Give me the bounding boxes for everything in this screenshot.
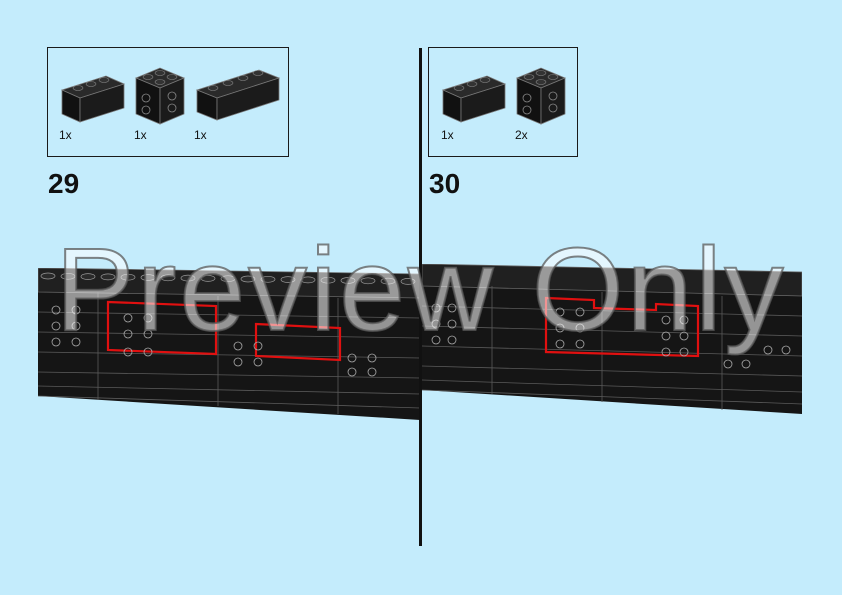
part-qty: 2x bbox=[515, 128, 528, 142]
stud bbox=[280, 276, 296, 283]
part-qty: 1x bbox=[194, 128, 207, 142]
step-30-parts-box: 1x 2x bbox=[428, 47, 578, 157]
part-qty: 1x bbox=[134, 128, 147, 142]
stud bbox=[100, 273, 116, 281]
step-number: 30 bbox=[429, 168, 461, 199]
step-divider bbox=[419, 48, 422, 546]
stud bbox=[120, 273, 136, 281]
stud bbox=[60, 272, 76, 280]
part-qty: 1x bbox=[59, 128, 72, 142]
stud bbox=[380, 277, 396, 285]
assembly-illustration-step-30 bbox=[422, 264, 802, 414]
stud bbox=[140, 274, 156, 281]
brick-1x4-icon bbox=[195, 69, 281, 121]
brick-1x3-icon bbox=[441, 75, 507, 123]
stud bbox=[220, 275, 236, 283]
stud bbox=[320, 276, 336, 284]
stud bbox=[80, 273, 96, 280]
stud bbox=[300, 276, 316, 284]
stud bbox=[40, 272, 56, 280]
stud bbox=[360, 277, 376, 285]
brick-2x2-icon bbox=[134, 67, 186, 125]
stud bbox=[200, 275, 216, 282]
stud bbox=[400, 278, 416, 285]
brick-1x3-icon bbox=[60, 75, 126, 123]
part-qty: 1x bbox=[441, 128, 454, 142]
stud bbox=[260, 275, 276, 283]
brick-2x2-icon bbox=[515, 67, 567, 125]
stud bbox=[160, 274, 176, 282]
stud bbox=[240, 275, 256, 283]
stud bbox=[340, 277, 356, 284]
assembly-illustration-step-29 bbox=[38, 268, 420, 420]
stud bbox=[180, 274, 196, 282]
step-29-parts-box: 1x 1x 1x bbox=[47, 47, 289, 157]
step-number: 29 bbox=[48, 168, 80, 199]
